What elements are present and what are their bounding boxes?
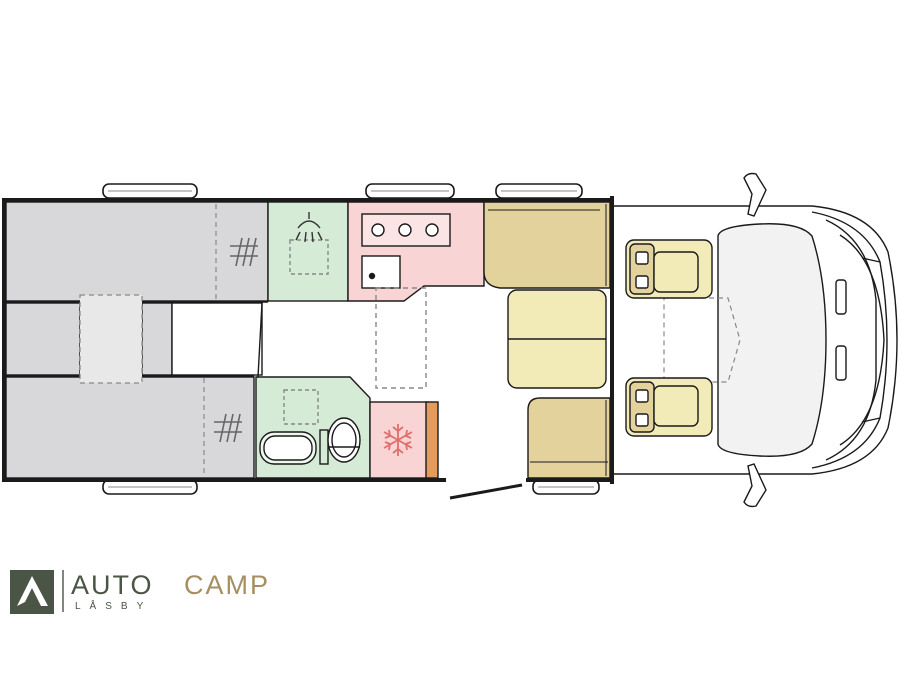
fridge (369, 401, 439, 479)
shower-icon (295, 212, 323, 243)
shower-room (267, 201, 349, 302)
vehicle-cab (612, 172, 898, 508)
brand-logo (10, 570, 64, 614)
shower-tray-dashed (289, 239, 329, 275)
snowflake-icon (383, 424, 413, 456)
brand-name-camp: CAMP (184, 570, 270, 600)
bed-bottom (5, 376, 255, 479)
bed-middle-right (141, 302, 173, 376)
kitchen (347, 201, 485, 389)
entrance-door[interactable] (449, 483, 523, 500)
bed-middle-left (5, 302, 81, 376)
mirror-icon (743, 172, 767, 217)
bed-top (5, 201, 269, 302)
dashboard (717, 223, 827, 457)
bed-middle-white (171, 302, 263, 376)
washbasin-icon (259, 431, 317, 465)
mirror-icon (743, 463, 767, 508)
top-windows (102, 183, 583, 199)
rear-beds (5, 201, 269, 479)
cab-seats (625, 239, 713, 437)
bottom-windows (102, 479, 600, 495)
bed-hash-marks (214, 237, 258, 443)
bed-storage-dashed (79, 204, 217, 476)
sink-icon (361, 255, 401, 289)
fridge-accent (425, 401, 439, 479)
dinette (483, 201, 611, 479)
brand-name-auto: AUTO (71, 570, 154, 600)
cab-dashed-area (663, 297, 741, 383)
hob-burner-icon (371, 223, 439, 237)
toilet-icon (319, 417, 361, 465)
brand-location: LÅSBY (75, 599, 152, 612)
seat-icon (625, 377, 713, 437)
seat-icon (625, 239, 713, 299)
body-outline (2, 196, 614, 484)
bench-bottom (527, 397, 611, 479)
kitchen-floor-dashed (375, 287, 427, 389)
bench-top (483, 201, 611, 289)
washroom (255, 376, 371, 479)
